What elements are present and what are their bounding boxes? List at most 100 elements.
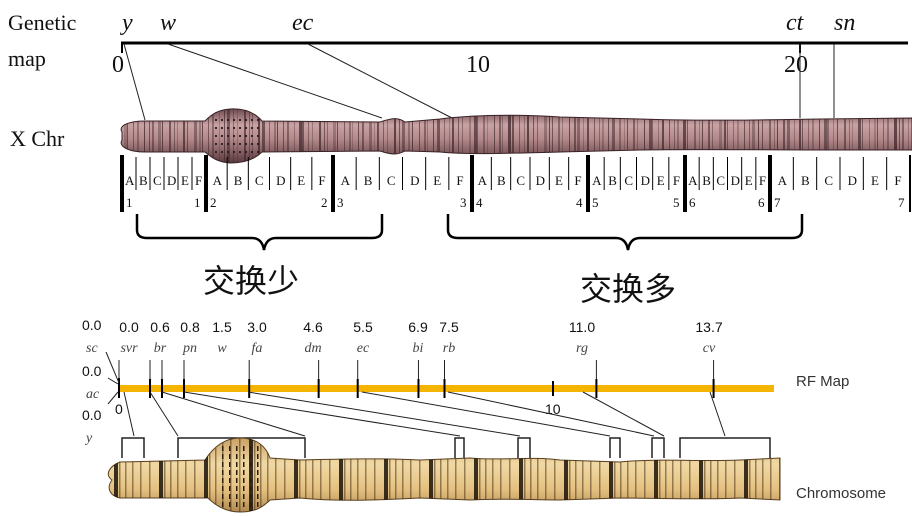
- band-stripe: [877, 105, 878, 167]
- band-letter: B: [139, 173, 148, 188]
- chromosome-band: [119, 436, 121, 514]
- band-letter: F: [759, 173, 766, 188]
- puff-dash: [236, 454, 238, 459]
- rf-locus-value: 3.0: [247, 319, 267, 335]
- division-number: 1: [194, 195, 201, 210]
- band-stripe: [599, 105, 600, 167]
- band-stripe: [458, 105, 459, 167]
- band-stripe: [144, 105, 145, 167]
- band-letter: F: [456, 173, 463, 188]
- chromosome-band: [474, 436, 478, 514]
- chromosome-band: [429, 436, 433, 514]
- band-stripe: [487, 105, 488, 167]
- rf-locus-gene: rb: [443, 341, 455, 356]
- puff-dot: [221, 119, 223, 121]
- puff-dash: [229, 478, 231, 483]
- band-stripe: [808, 105, 809, 167]
- chromosome-band: [312, 436, 314, 514]
- left-locus-connectors: [106, 352, 119, 404]
- chromosome-band: [582, 436, 584, 514]
- band-stripe: [408, 105, 410, 167]
- band-stripe: [174, 105, 175, 167]
- band-stripe: [352, 105, 353, 167]
- puff-dash: [243, 470, 245, 475]
- band-stripe: [474, 105, 477, 167]
- band-stripe: [452, 105, 454, 167]
- band-stripe: [283, 105, 284, 167]
- chromosome-band: [717, 436, 719, 514]
- left-locus-gene: sc: [86, 341, 98, 356]
- band-stripe: [869, 105, 870, 167]
- division-number: 2: [321, 195, 328, 210]
- band-letter: E: [555, 173, 563, 188]
- chromosome-band: [569, 436, 571, 514]
- band-stripe: [337, 105, 338, 167]
- band-stripe: [752, 105, 755, 167]
- band-stripe: [733, 105, 734, 167]
- band-letter: A: [125, 173, 135, 188]
- band-stripe: [519, 105, 520, 167]
- band-stripe: [249, 105, 250, 167]
- puff-dot: [245, 119, 247, 121]
- band-stripe: [527, 105, 529, 167]
- chromosome-band: [479, 436, 481, 514]
- rf-map-bar: [118, 385, 774, 392]
- puff-dot: [257, 119, 259, 121]
- division-number: 4: [576, 195, 583, 210]
- band-stripe: [827, 105, 829, 167]
- chromosome-band: [125, 436, 127, 514]
- puff-dot: [233, 135, 235, 137]
- puff-dot: [239, 143, 241, 145]
- puff-dot: [221, 127, 223, 129]
- band-stripe: [358, 105, 359, 167]
- puff-dot: [239, 151, 241, 153]
- chromosome-band: [545, 436, 547, 514]
- band-stripe: [819, 105, 820, 167]
- chromosome-band: [554, 436, 556, 514]
- chromosome-band: [614, 436, 616, 514]
- band-stripe: [544, 105, 547, 167]
- band-stripe: [658, 105, 659, 167]
- band-stripe: [662, 105, 664, 167]
- band-stripe: [644, 105, 645, 167]
- puff-dash: [229, 462, 231, 467]
- band-letter: A: [778, 173, 788, 188]
- band-stripe: [202, 105, 203, 167]
- band-letter: D: [536, 173, 545, 188]
- puff-dot: [251, 119, 253, 121]
- puff-dash: [236, 486, 238, 491]
- band-stripe: [744, 105, 745, 167]
- band-letter: B: [608, 173, 617, 188]
- rf-locus-gene: w: [217, 341, 227, 356]
- band-stripe: [374, 105, 375, 167]
- band-letter: C: [824, 173, 833, 188]
- puff-dash: [257, 446, 259, 451]
- band-stripe: [533, 105, 534, 167]
- chromosome-band: [140, 436, 142, 514]
- puff-dot: [239, 119, 241, 121]
- band-letter: C: [624, 173, 633, 188]
- band-stripe: [674, 105, 675, 167]
- band-stripe: [687, 105, 688, 167]
- band-stripe: [208, 105, 209, 167]
- band-stripe: [708, 105, 710, 167]
- band-letter: F: [195, 173, 202, 188]
- rf-locus-gene: dm: [304, 341, 321, 356]
- gene-label-w: w: [160, 10, 176, 36]
- puff-dot: [233, 151, 235, 153]
- puff-dot: [215, 151, 217, 153]
- rf-locus-value: 1.5: [212, 319, 232, 335]
- genetic-map-title-line2: map: [8, 46, 46, 71]
- chromosome-band: [170, 436, 172, 514]
- puff-dash: [236, 478, 238, 483]
- band-stripe: [502, 105, 503, 167]
- puff-dash: [222, 470, 224, 475]
- puff-dash: [222, 446, 224, 451]
- band-stripe: [787, 105, 790, 167]
- chromosome-band: [434, 436, 436, 514]
- rf-locus-gene: ec: [357, 341, 370, 356]
- puff-dash: [243, 478, 245, 483]
- band-letter: C: [153, 173, 162, 188]
- band-stripe: [537, 105, 538, 167]
- band-letter: B: [702, 173, 711, 188]
